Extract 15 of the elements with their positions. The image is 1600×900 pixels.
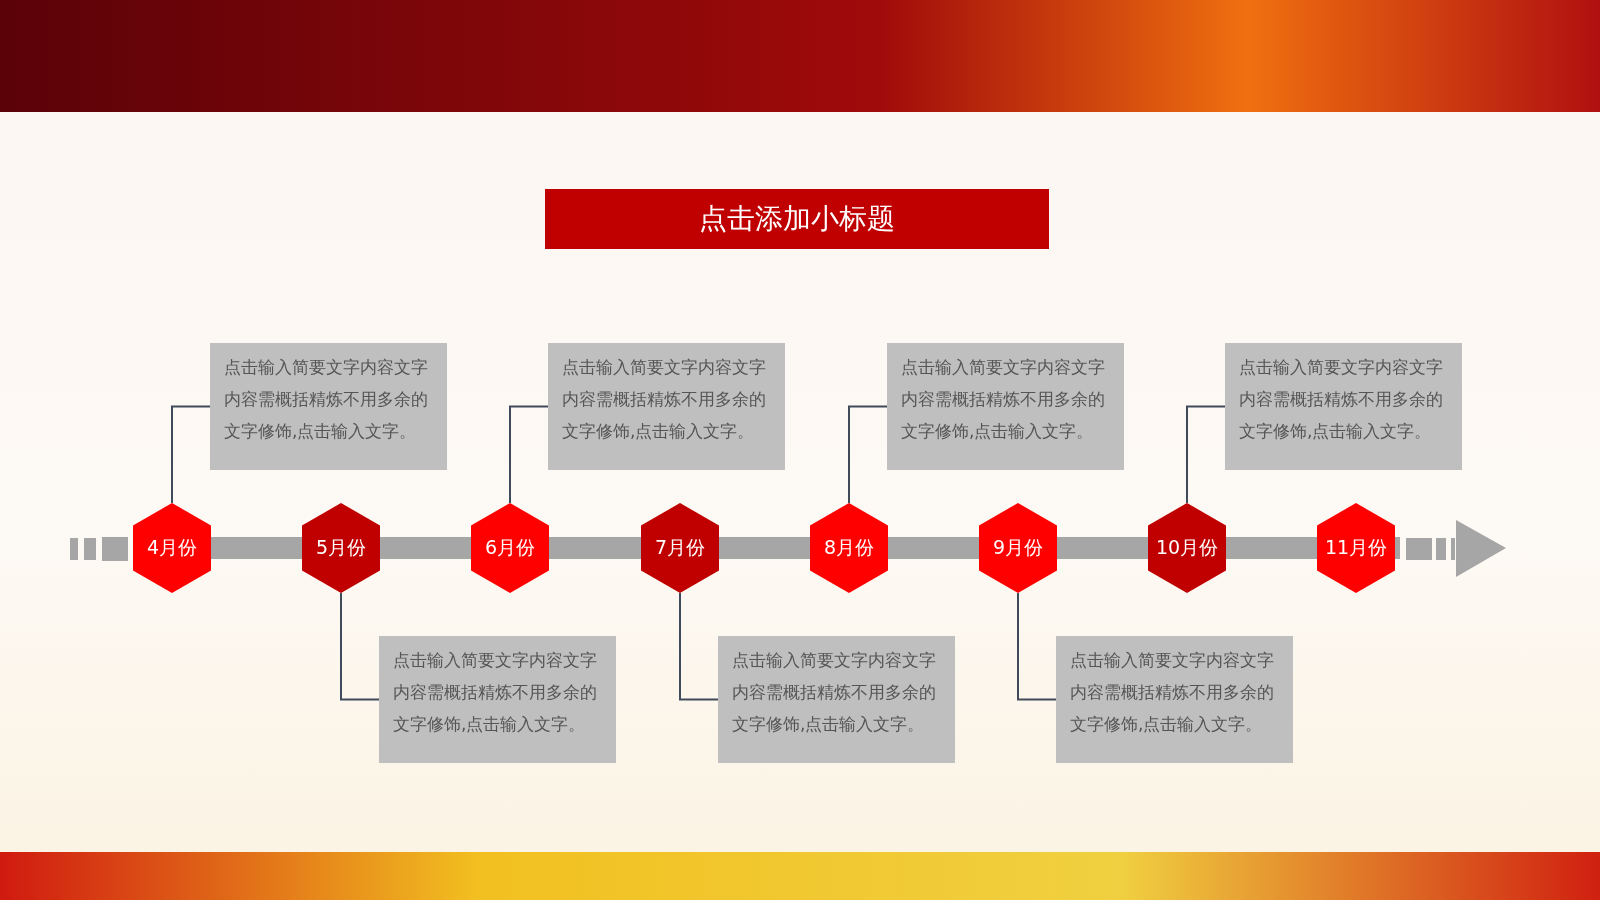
text-card: 点击输入简要文字内容文字内容需概括精炼不用多余的文字修饰,点击输入文字。 [548, 343, 785, 470]
leader-line [1186, 405, 1226, 504]
text-card: 点击输入简要文字内容文字内容需概括精炼不用多余的文字修饰,点击输入文字。 [1056, 636, 1293, 763]
leader-line [848, 405, 888, 504]
leader-line [171, 405, 211, 504]
leader-line [679, 592, 719, 701]
text-card: 点击输入简要文字内容文字内容需概括精炼不用多余的文字修饰,点击输入文字。 [1225, 343, 1462, 470]
text-card: 点击输入简要文字内容文字内容需概括精炼不用多余的文字修饰,点击输入文字。 [210, 343, 447, 470]
leader-line [340, 592, 380, 701]
leader-line [1017, 592, 1057, 701]
text-card: 点击输入简要文字内容文字内容需概括精炼不用多余的文字修饰,点击输入文字。 [887, 343, 1124, 470]
text-card: 点击输入简要文字内容文字内容需概括精炼不用多余的文字修饰,点击输入文字。 [718, 636, 955, 763]
text-card: 点击输入简要文字内容文字内容需概括精炼不用多余的文字修饰,点击输入文字。 [379, 636, 616, 763]
leader-line [509, 405, 549, 504]
title-banner: 点击添加小标题 [545, 189, 1049, 249]
